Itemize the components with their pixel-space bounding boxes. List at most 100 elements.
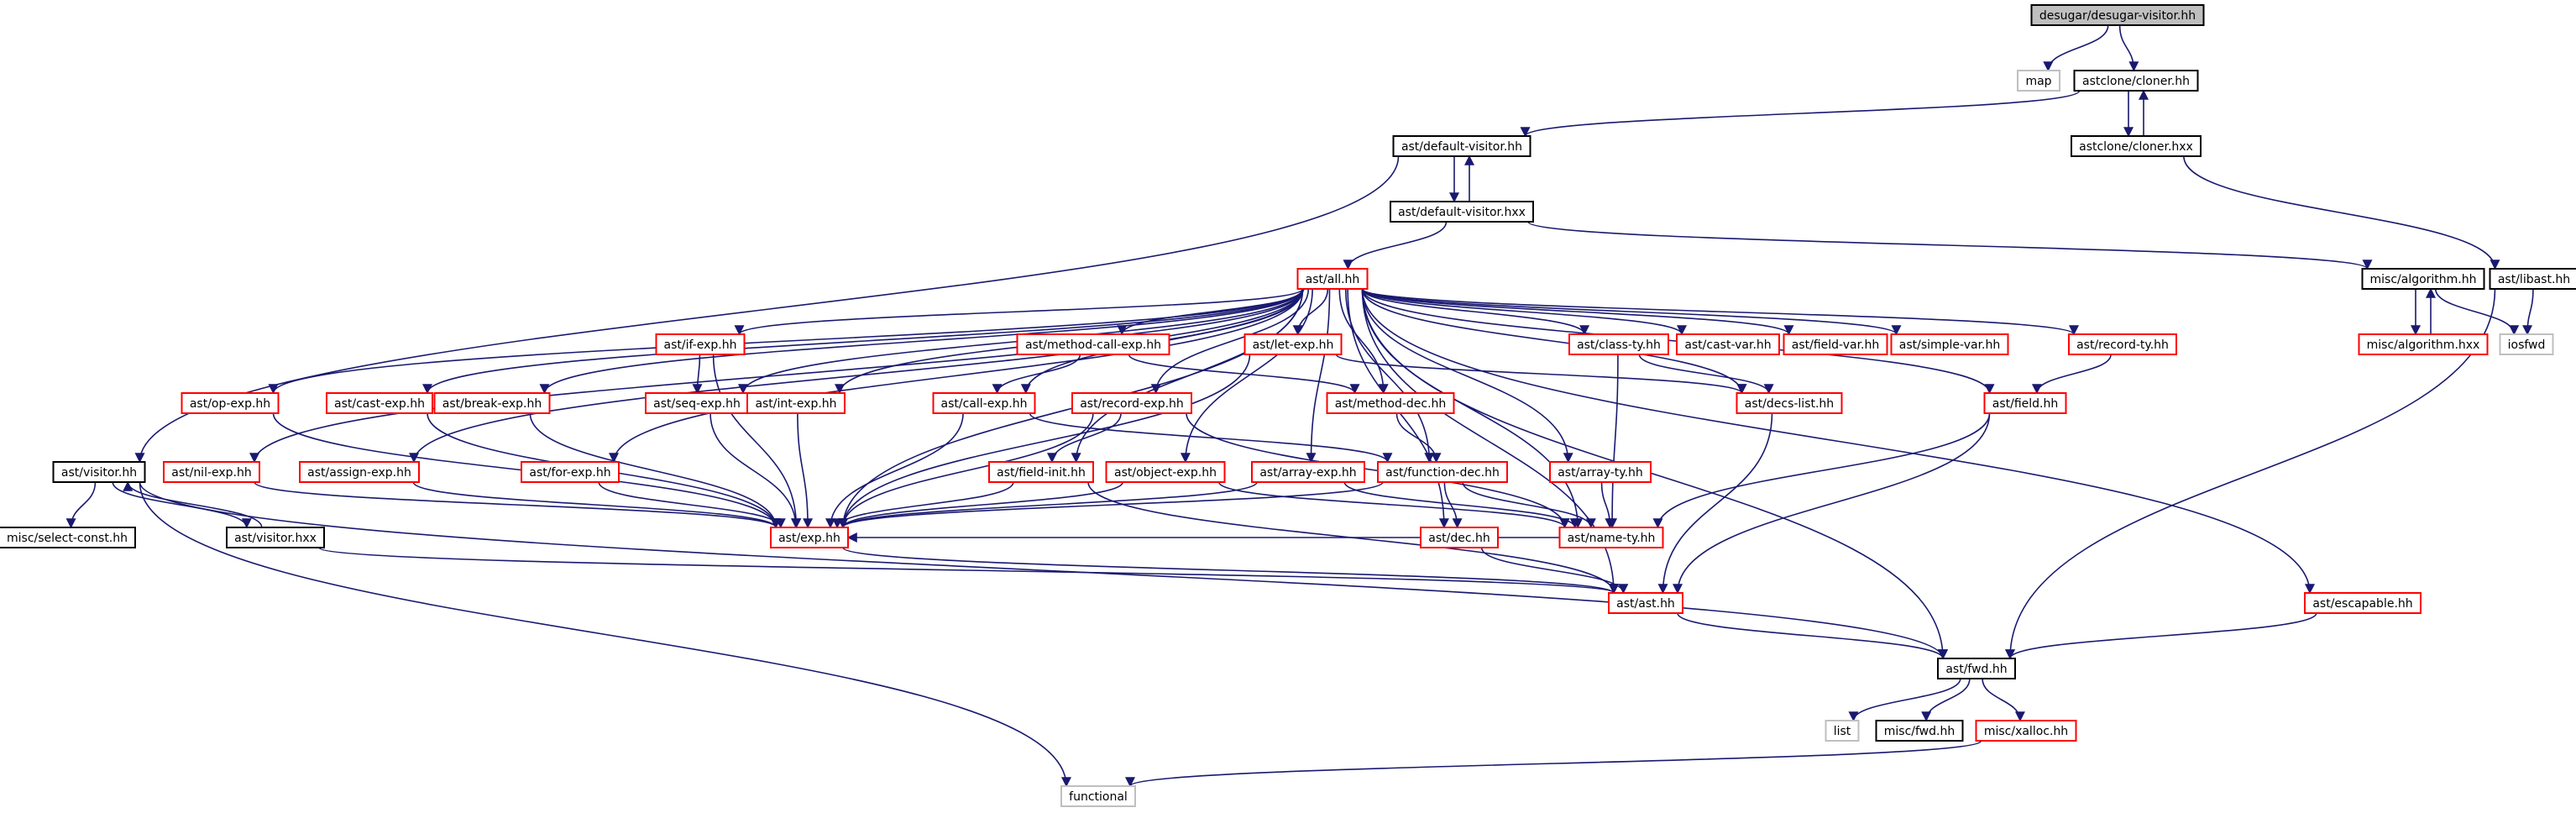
node-breakexp[interactable]: ast/break-exp.hh <box>433 392 551 414</box>
node-fwd[interactable]: ast/fwd.hh <box>1937 658 2016 679</box>
node-defvis_hh[interactable]: ast/default-visitor.hh <box>1392 135 1531 157</box>
node-classty[interactable]: ast/class-ty.hh <box>1568 333 1669 355</box>
node-box <box>326 392 433 414</box>
node-ast[interactable]: ast/ast.hh <box>1608 592 1683 614</box>
node-letexp[interactable]: ast/let-exp.hh <box>1243 333 1343 355</box>
node-box <box>2499 333 2554 355</box>
edge-desugar-to-map <box>2043 24 2109 72</box>
node-label: ast/array-exp.hh <box>1259 466 1356 480</box>
node-fieldinit[interactable]: ast/field-init.hh <box>988 461 1094 483</box>
edge-all-to-ifexp <box>734 288 1304 336</box>
node-methdec[interactable]: ast/method-dec.hh <box>1326 392 1455 414</box>
node-label: ast/for-exp.hh <box>529 466 610 480</box>
node-visitor_hh[interactable]: ast/visitor.hh <box>52 461 146 483</box>
node-methcall[interactable]: ast/method-call-exp.hh <box>1016 333 1170 355</box>
node-dec[interactable]: ast/dec.hh <box>1420 527 1499 548</box>
edge-all-to-fieldinit <box>1071 288 1304 464</box>
node-seqexp[interactable]: ast/seq-exp.hh <box>645 392 749 414</box>
edge-field-to-namety <box>1652 412 1991 529</box>
node-assignexp[interactable]: ast/assign-exp.hh <box>299 461 420 483</box>
node-cloner_hxx[interactable]: astclone/cloner.hxx <box>2071 135 2202 157</box>
edge-all-to-recordexp <box>1150 288 1310 395</box>
node-box <box>1558 527 1664 548</box>
node-arrayexp[interactable]: ast/array-exp.hh <box>1251 461 1365 483</box>
node-simplevar[interactable]: ast/simple-var.hh <box>1890 333 2009 355</box>
node-label: misc/select-const.hh <box>7 532 128 545</box>
node-cloner_hh[interactable]: astclone/cloner.hh <box>2073 70 2199 92</box>
node-namety[interactable]: ast/name-ty.hh <box>1558 527 1664 548</box>
edge-field-to-ast <box>1673 412 1991 595</box>
edge-all-to-classty <box>1361 288 1589 336</box>
node-label: ast/simple-var.hh <box>1899 338 2001 352</box>
node-box <box>1549 461 1652 483</box>
node-miscfwd[interactable]: misc/fwd.hh <box>1875 720 1964 742</box>
edge-visitor_hxx-to-visitor_hh <box>123 480 263 528</box>
edge-letexp-to-decslist <box>1335 354 1747 395</box>
edge-xalloc-to-functional <box>1125 740 1982 788</box>
node-algo_hxx[interactable]: misc/algorithm.hxx <box>2358 333 2489 355</box>
node-opexp[interactable]: ast/op-exp.hh <box>181 392 280 414</box>
node-box <box>2304 592 2422 614</box>
node-label: ast/visitor.hh <box>61 466 137 480</box>
edge-assignexp-to-exp <box>412 481 781 529</box>
node-label: ast/cast-var.hh <box>1684 338 1771 352</box>
node-forexp[interactable]: ast/for-exp.hh <box>521 461 620 483</box>
node-box <box>1983 392 2067 414</box>
node-label: iosfwd <box>2508 338 2546 352</box>
edge-forexp-to-exp <box>598 481 786 529</box>
node-arrayty[interactable]: ast/array-ty.hh <box>1549 461 1652 483</box>
node-all[interactable]: ast/all.hh <box>1296 268 1369 290</box>
node-exp[interactable]: ast/exp.hh <box>770 527 849 548</box>
node-label: ast/method-dec.hh <box>1335 397 1447 411</box>
node-box <box>1568 333 1669 355</box>
node-intexp[interactable]: ast/int-exp.hh <box>746 392 846 414</box>
edge-all-to-breakexp <box>539 288 1304 395</box>
edge-classty-to-decslist <box>1638 354 1774 395</box>
node-desugar[interactable]: desugar/desugar-visitor.hh <box>2030 4 2205 26</box>
node-label: ast/method-call-exp.hh <box>1025 338 1161 352</box>
edge-visitor_hxx-to-ast <box>318 547 1619 595</box>
node-box <box>226 527 325 548</box>
node-label: ast/class-ty.hh <box>1577 338 1661 352</box>
node-box <box>1608 592 1683 614</box>
node-selectconst[interactable]: misc/select-const.hh <box>0 527 136 548</box>
node-label: map <box>2025 75 2051 88</box>
node-castvar[interactable]: ast/cast-var.hh <box>1676 333 1780 355</box>
node-xalloc[interactable]: misc/xalloc.hh <box>1975 720 2077 742</box>
node-layer: desugar/desugar-visitor.hh map astclone/cl… <box>0 4 2576 807</box>
node-label: ast/name-ty.hh <box>1568 532 1656 545</box>
node-field[interactable]: ast/field.hh <box>1983 392 2067 414</box>
node-fieldvar[interactable]: ast/field-var.hh <box>1783 333 1888 355</box>
node-visitor_hxx[interactable]: ast/visitor.hxx <box>226 527 325 548</box>
node-recordexp[interactable]: ast/record-exp.hh <box>1071 392 1192 414</box>
node-libast[interactable]: ast/libast.hh <box>2489 268 2576 290</box>
node-castexp[interactable]: ast/cast-exp.hh <box>326 392 433 414</box>
edge-cloner_hxx-to-libast <box>2183 155 2500 270</box>
edge-desugar-to-cloner_hh <box>2118 24 2139 72</box>
node-algo_hh[interactable]: misc/algorithm.hh <box>2361 268 2485 290</box>
node-nilexp[interactable]: ast/nil-exp.hh <box>163 461 260 483</box>
node-objectexp[interactable]: ast/object-exp.hh <box>1105 461 1226 483</box>
node-decslist[interactable]: ast/decs-list.hh <box>1736 392 1843 414</box>
edge-all-to-simplevar <box>1361 288 1902 336</box>
node-ifexp[interactable]: ast/if-exp.hh <box>655 333 746 355</box>
node-escapable[interactable]: ast/escapable.hh <box>2304 592 2422 614</box>
node-label: ast/call-exp.hh <box>941 397 1028 411</box>
node-box <box>2489 268 2576 290</box>
edge-visitor_hh-to-functional <box>139 481 1071 788</box>
edge-visitor_hh-to-fwd <box>139 481 1948 660</box>
edge-seqexp-to-exp <box>709 412 801 529</box>
node-box <box>2068 333 2177 355</box>
edge-callexp-to-exp <box>825 412 964 529</box>
node-callexp[interactable]: ast/call-exp.hh <box>932 392 1036 414</box>
node-box <box>746 392 846 414</box>
node-defvis_hxx[interactable]: ast/default-visitor.hxx <box>1390 201 1534 223</box>
node-box <box>1392 135 1531 157</box>
edge-fwd-to-xalloc <box>1982 678 2025 722</box>
edge-funcdec-to-namety <box>1462 481 1596 529</box>
node-recordty[interactable]: ast/record-ty.hh <box>2068 333 2177 355</box>
edge-recordexp-to-fieldinit <box>1046 412 1122 464</box>
node-funcdec[interactable]: ast/function-dec.hh <box>1377 461 1508 483</box>
edge-methdec-to-funcdec <box>1395 412 1442 464</box>
node-box <box>1243 333 1343 355</box>
